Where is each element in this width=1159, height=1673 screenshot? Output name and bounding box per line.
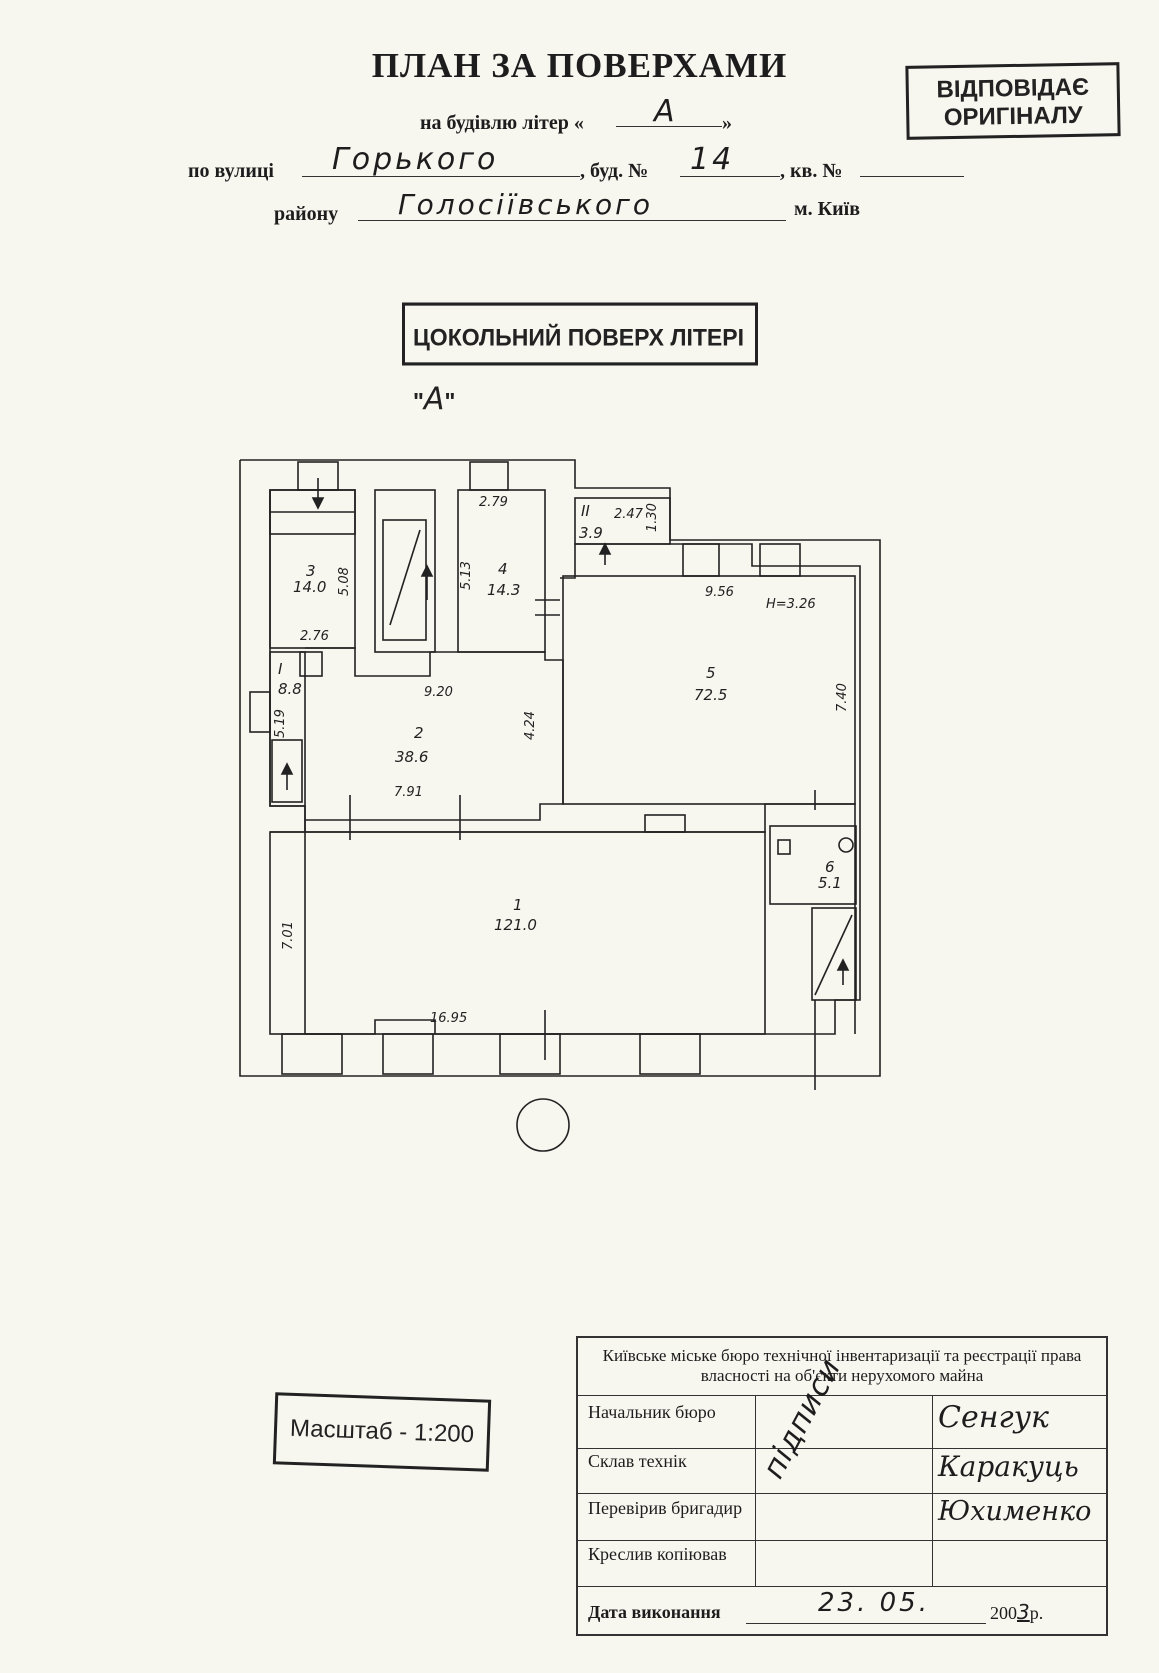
building-prefix: на будівлю літер « [420, 112, 584, 134]
city-label: м. Київ [794, 198, 861, 220]
room-i-area: 8.8 [278, 680, 302, 698]
building-line: на будівлю літер « [420, 112, 584, 135]
room-ii-number: II [581, 502, 590, 520]
date-value: 23. 05. [818, 1588, 930, 1618]
district-field: Голосіївського [358, 188, 786, 221]
year-suffix: р. [1029, 1603, 1044, 1623]
room-i-number: I [278, 660, 283, 678]
building-letter-field: А [616, 94, 722, 129]
building-suffix: » [722, 112, 732, 134]
street-field: Горького [302, 142, 580, 177]
dim-740: 7.40 [835, 683, 850, 712]
row-technician-label: Склав технік [588, 1451, 687, 1471]
street-label: по вулиці [188, 160, 274, 182]
dim-247: 2.47 [614, 507, 644, 522]
dim-519: 5.19 [273, 709, 288, 738]
room-ii-area: 3.9 [579, 524, 603, 542]
building-letter-value: А [654, 94, 678, 129]
floor-stamp-close: " [444, 387, 456, 415]
year-prefix: 200 [990, 1603, 1017, 1623]
page-title: ПЛАН ЗА ПОВЕРХАМИ [371, 46, 788, 85]
floor-stamp: ЦОКОЛЬНИЙ ПОВЕРХ ЛІТЕРІ "А" [402, 302, 758, 418]
floor-stamp-text: ЦОКОЛЬНИЙ ПОВЕРХ ЛІТЕРІ " [413, 323, 744, 415]
row-technician-name: Каракуць [938, 1450, 1079, 1483]
apt-field [860, 150, 964, 177]
room-2-area: 38.6 [395, 748, 428, 766]
apt-label: , кв. № [780, 160, 843, 182]
title-block: Київське міське бюро технічної інвентари… [576, 1336, 1108, 1636]
dim-424: 4.24 [523, 711, 538, 740]
dim-791: 7.91 [394, 785, 423, 800]
year-digit: 3 [1017, 1600, 1030, 1624]
row-brigadier-label: Перевірив бригадир [588, 1498, 743, 1518]
scale-stamp: Масштаб - 1:200 [272, 1392, 492, 1472]
house-value: 14 [690, 142, 735, 177]
dim-height: H=3.26 [766, 597, 816, 612]
dim-1695: 16.95 [430, 1011, 467, 1026]
room-5-number: 5 [706, 664, 716, 682]
room-6-area: 5.1 [818, 874, 842, 892]
dim-130: 1.30 [645, 503, 660, 532]
floor-stamp-letter: А [423, 381, 445, 418]
row-drafter-label: Креслив копіював [588, 1544, 727, 1564]
room-3-number: 3 [306, 562, 316, 580]
district-value: Голосіївського [398, 188, 653, 221]
street-value: Горького [332, 142, 499, 177]
dim-508: 5.08 [337, 567, 352, 596]
stair-arrows [280, 478, 850, 985]
room-4-number: 4 [498, 560, 508, 578]
dim-513: 5.13 [459, 561, 474, 590]
room-2-number: 2 [414, 724, 424, 742]
room-3-area: 14.0 [293, 578, 326, 596]
title-block-org: Київське міське бюро технічної інвентари… [602, 1346, 1082, 1385]
dim-279: 2.79 [479, 495, 508, 510]
dim-956: 9.56 [705, 585, 734, 600]
row-head-label: Начальник бюро [588, 1402, 716, 1422]
scale-stamp-text: Масштаб - 1:200 [289, 1414, 475, 1449]
district-label: району [274, 203, 339, 225]
room-6-number: 6 [825, 858, 835, 876]
date-label: Дата виконання [588, 1602, 721, 1622]
row-brigadier-name: Юхименко [938, 1496, 1092, 1527]
row-head-name: Сенгук [938, 1400, 1049, 1435]
year-field: 2003р. [990, 1602, 1043, 1623]
room-1-number: 1 [513, 896, 523, 914]
room-4-area: 14.3 [487, 581, 520, 599]
room-5-area: 72.5 [694, 686, 727, 704]
plan-walls [239, 459, 881, 1152]
house-label: , буд. № [580, 160, 649, 182]
house-field: 14 [680, 142, 780, 177]
dim-920: 9.20 [424, 685, 453, 700]
dim-701: 7.01 [281, 921, 296, 950]
dim-276: 2.76 [300, 629, 329, 644]
room-1-area: 121.0 [494, 916, 537, 934]
